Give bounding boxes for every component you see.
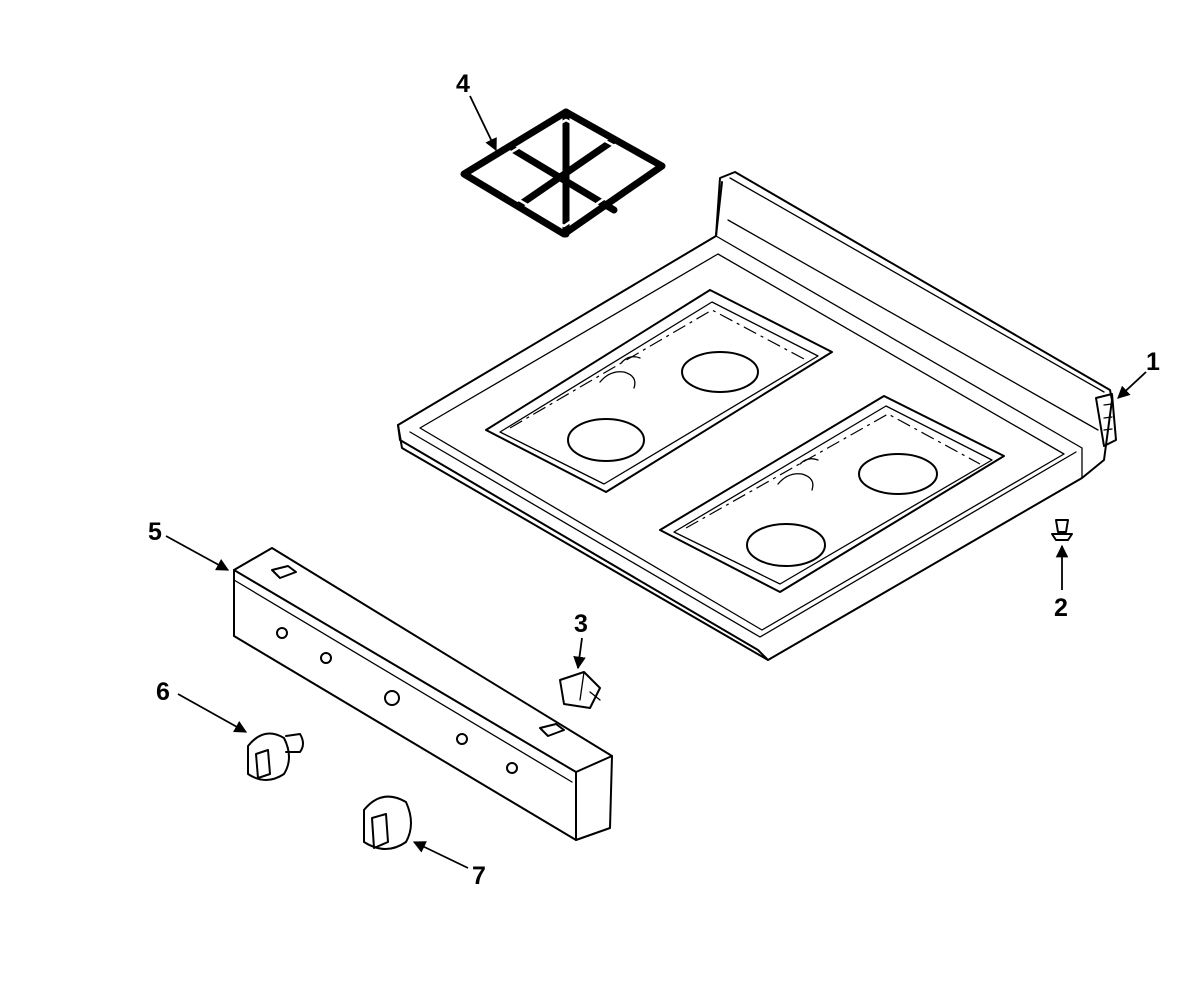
knob-part-6: [247, 732, 304, 781]
cooktop-main-top: [397, 171, 1117, 661]
screw-part: [1051, 519, 1073, 541]
callout-4: 4: [456, 70, 470, 98]
callout-7: 7: [472, 862, 486, 890]
clip-part: [559, 671, 601, 709]
knob-part-7: [363, 795, 412, 850]
burner-grate: [460, 108, 666, 238]
control-panel: [233, 547, 613, 841]
callout-1: 1: [1146, 348, 1160, 376]
callout-2: 2: [1054, 594, 1068, 622]
leader-lines: [165, 95, 1147, 869]
callout-6: 6: [156, 678, 170, 706]
callout-3: 3: [574, 610, 588, 638]
callout-5: 5: [148, 518, 162, 546]
